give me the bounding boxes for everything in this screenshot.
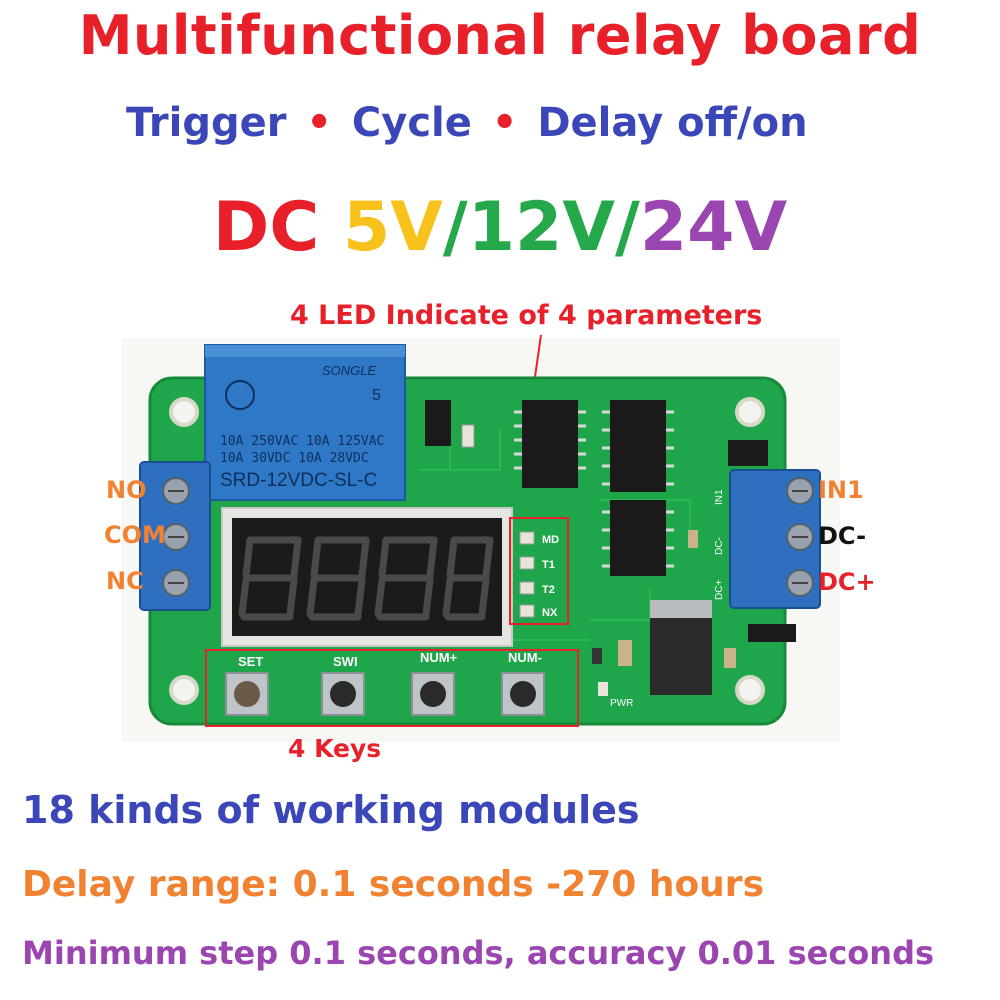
voltage-slash: / xyxy=(615,188,640,267)
led-label-md: MD xyxy=(542,534,559,546)
push-buttons xyxy=(225,672,545,716)
silk-dc-plus: DC+ xyxy=(714,580,725,600)
silk-dc-minus: DC- xyxy=(714,537,725,555)
spec-delay-range: Delay range: 0.1 seconds -270 hours xyxy=(22,864,764,905)
key-label-num-plus: NUM+ xyxy=(420,650,458,665)
key-label-num-minus: NUM- xyxy=(508,650,542,665)
modes-line: Trigger • Cycle • Delay off/on xyxy=(126,100,808,146)
relay-brand: SONGLE xyxy=(322,363,377,378)
display-digits xyxy=(238,536,494,621)
key-silk-labels: SET SWI NUM+ NUM- xyxy=(238,650,542,669)
relay-logo-icon xyxy=(225,380,255,410)
voltage-slash: / xyxy=(442,188,468,267)
bullet-dot-icon: • xyxy=(306,100,332,146)
terminal-label-dc-plus: DC+ xyxy=(818,568,876,596)
led-label-nx: NX xyxy=(542,607,558,619)
mounting-holes xyxy=(169,397,765,705)
relay-model: SRD-12VDC-SL-C xyxy=(220,470,377,491)
silk-in1: IN1 xyxy=(714,489,725,505)
mode-delay: Delay off/on xyxy=(537,100,808,146)
page-title: Multifunctional relay board xyxy=(78,4,922,67)
bullet-dot-icon: • xyxy=(491,100,518,146)
ic-chips xyxy=(425,400,796,695)
terminal-label-no: NO xyxy=(106,476,147,504)
keys-highlight-box xyxy=(205,649,579,727)
led-label-t2: T2 xyxy=(542,584,555,596)
spec-modules: 18 kinds of working modules xyxy=(22,788,640,832)
keys-callout-label: 4 Keys xyxy=(288,734,382,763)
terminal-label-com: COM xyxy=(104,521,166,549)
voltage-24v: 24V xyxy=(639,188,788,267)
voltage-dc: DC xyxy=(212,188,320,267)
relay: SONGLE 5 10A 250VAC 10A 125VAC 10A 30VDC… xyxy=(204,344,406,501)
led-highlight-box xyxy=(509,517,569,625)
spec-step-accuracy: Minimum step 0.1 seconds, accuracy 0.01 … xyxy=(22,934,935,972)
led-callout-label: 4 LED Indicate of 4 parameters xyxy=(290,300,763,331)
mode-trigger: Trigger xyxy=(126,100,287,146)
ic-pins xyxy=(514,410,674,568)
terminal-label-in1: IN1 xyxy=(818,476,864,504)
key-label-set: SET xyxy=(238,654,263,669)
terminal-label-nc: NC xyxy=(106,567,144,595)
led-label-t1: T1 xyxy=(542,559,555,571)
relay-rating-1: 10A 250VAC 10A 125VAC xyxy=(220,434,384,449)
input-silk-labels: IN1 DC- DC+ xyxy=(714,489,725,600)
led-silk-labels: MD T1 T2 NX xyxy=(542,534,559,619)
relay-rating-2: 10A 30VDC 10A 28VDC xyxy=(220,451,369,466)
smd-components xyxy=(461,424,736,696)
key-label-swi: SWI xyxy=(333,654,358,669)
voltage-line: DC 5V/12V/24V xyxy=(0,188,1000,267)
output-terminal-block xyxy=(139,461,211,611)
mode-cycle: Cycle xyxy=(351,100,472,146)
input-terminal-block xyxy=(729,469,821,609)
terminal-label-dc-minus: DC- xyxy=(818,522,867,550)
voltage-5v: 5V xyxy=(342,188,443,267)
relay-number: 5 xyxy=(372,387,381,404)
voltage-12v: 12V xyxy=(467,188,615,267)
led-indicators xyxy=(519,531,535,618)
pwr-silk-label: PWR xyxy=(610,698,633,709)
